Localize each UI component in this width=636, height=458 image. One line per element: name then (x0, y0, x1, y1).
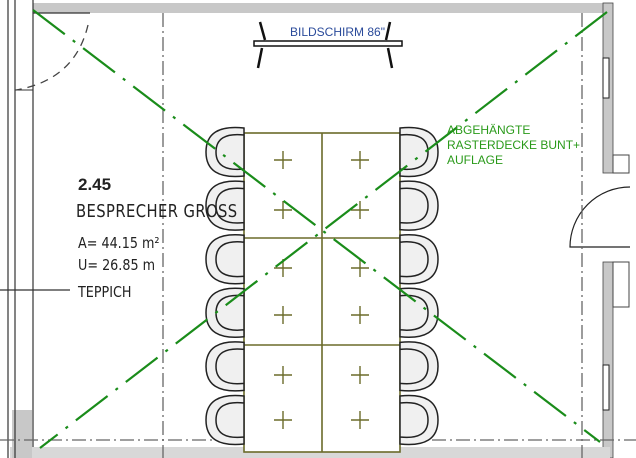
ceiling-diagonals (32, 9, 608, 449)
room-name: BESPRECHER GROSS (76, 201, 238, 222)
table-cross (274, 306, 292, 324)
ceiling-note-line: AUFLAGE (447, 153, 504, 167)
chair (399, 287, 439, 339)
conference-table (243, 132, 401, 453)
table-cross (351, 259, 369, 277)
table-cross (351, 411, 369, 429)
table-cross (351, 366, 369, 384)
table-crosses (274, 151, 369, 429)
room-area: A= 44.15 m² (78, 234, 160, 252)
ceiling-note-line: ABGEHÄNGTE (447, 123, 531, 137)
chairs (205, 126, 439, 446)
chair (205, 341, 245, 392)
chair (205, 394, 245, 446)
table-cross (274, 366, 292, 384)
room-flooring: TEPPICH (78, 283, 132, 301)
room-perimeter: U= 26.85 m (78, 256, 156, 274)
chair (399, 126, 439, 178)
table-cross (351, 201, 369, 219)
table-cross (274, 201, 292, 219)
table-cross (274, 411, 292, 429)
ceiling-note-line: RASTERDECKE BUNT+ (447, 138, 581, 152)
chair (205, 126, 245, 178)
left-door-swing (15, 24, 89, 91)
chair (399, 180, 439, 231)
door-swing (569, 186, 631, 248)
table-cross (351, 306, 369, 324)
table-cross (351, 151, 369, 169)
ceiling-note: ABGEHÄNGTE RASTERDECKE BUNT+ AUFLAGE (447, 123, 580, 168)
chair (205, 180, 245, 231)
top-wall (33, 3, 613, 13)
room-number: 2.45 (78, 175, 112, 194)
chair (399, 394, 439, 446)
screen-label: BILDSCHIRM 86" (290, 25, 385, 39)
screen-symbol (253, 21, 403, 69)
table-cross (274, 151, 292, 169)
chair (399, 341, 439, 392)
right-wall-lower (602, 261, 614, 458)
chair (205, 233, 245, 285)
chair (399, 233, 439, 285)
